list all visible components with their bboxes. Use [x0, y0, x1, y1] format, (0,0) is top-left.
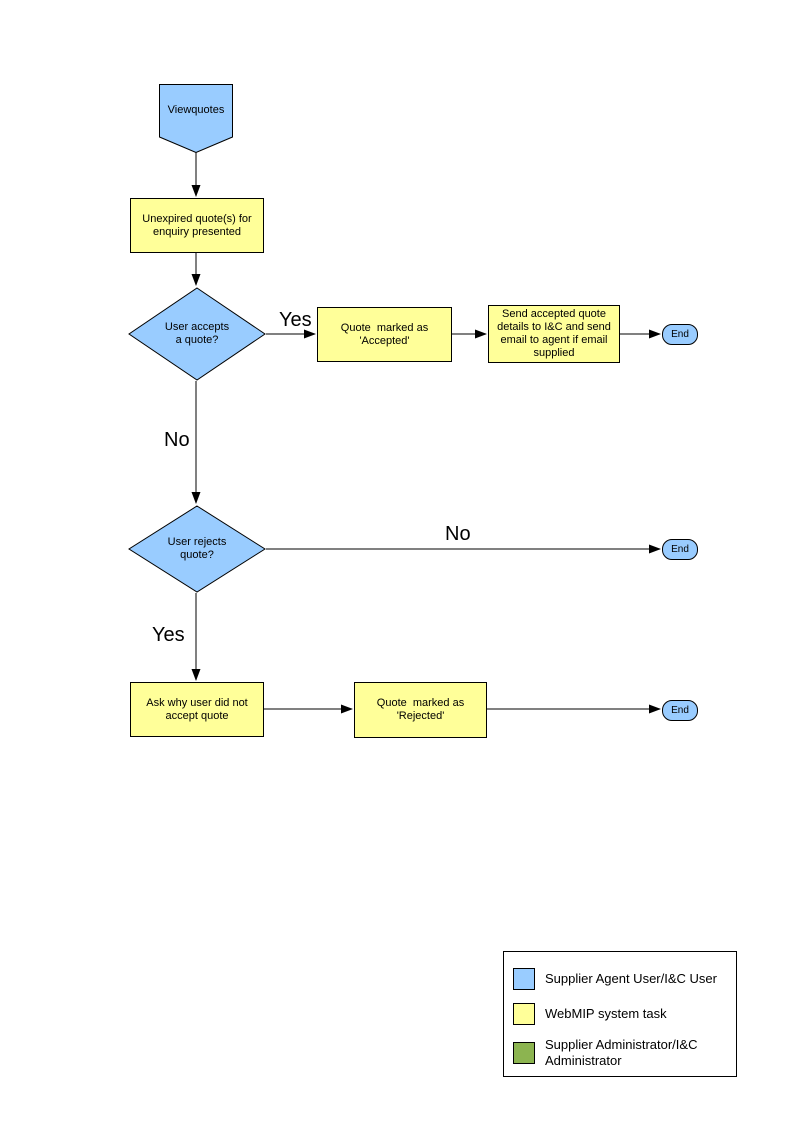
- legend-label-system-task: WebMIP system task: [545, 1006, 667, 1021]
- legend-item-supplier-administrator: Supplier Administrator/I&C Administrator: [513, 1037, 727, 1069]
- end-node-rejected: End: [662, 700, 698, 721]
- process-unexpired-quotes-label: Unexpired quote(s) for enquiry presented: [142, 212, 252, 238]
- start-node-label: Viewquotes: [167, 104, 225, 116]
- edge-label-accept-yes: Yes: [279, 309, 312, 331]
- edge-label-reject-yes: Yes: [152, 624, 185, 646]
- legend-label-user-task: Supplier Agent User/I&C User: [545, 971, 717, 986]
- legend-item-webmip-system-task: WebMIP system task: [513, 1003, 667, 1025]
- end-node-accepted-label: End: [671, 329, 689, 340]
- end-node-rejected-label: End: [671, 705, 689, 716]
- process-ask-why-not-accept-label: Ask why user did not accept quote: [146, 696, 248, 722]
- end-node-accepted: End: [662, 324, 698, 345]
- legend: Supplier Agent User/I&C User WebMIP syst…: [503, 951, 737, 1077]
- decision-user-accepts-quote: User accepts a quote?: [128, 287, 266, 381]
- process-quote-marked-accepted-label: Quote marked as 'Accepted': [340, 321, 429, 347]
- decision-diamond-shape: [128, 505, 266, 593]
- legend-item-supplier-agent-user: Supplier Agent User/I&C User: [513, 968, 717, 990]
- process-quote-marked-rejected-label: Quote marked as 'Rejected': [376, 697, 465, 722]
- decision-diamond-shape: [128, 287, 266, 381]
- decision-user-rejects-quote-label: User rejects quote?: [167, 536, 227, 561]
- process-quote-marked-rejected: Quote marked as 'Rejected': [354, 682, 487, 738]
- decision-user-rejects-quote: User rejects quote?: [128, 505, 266, 593]
- start-node-viewquotes: Viewquotes: [159, 84, 233, 153]
- start-pentagon-shape: [159, 84, 233, 153]
- process-ask-why-not-accept: Ask why user did not accept quote: [130, 682, 264, 737]
- process-send-accepted-details-label: Send accepted quote details to I&C and s…: [497, 308, 611, 359]
- legend-swatch-system-task: [513, 1003, 535, 1025]
- end-node-not-rejected-label: End: [671, 544, 689, 555]
- legend-swatch-user-task: [513, 968, 535, 990]
- legend-swatch-admin-task: [513, 1042, 535, 1064]
- end-node-not-rejected: End: [662, 539, 698, 560]
- process-unexpired-quotes: Unexpired quote(s) for enquiry presented: [130, 198, 264, 253]
- process-quote-marked-accepted: Quote marked as 'Accepted': [317, 307, 452, 362]
- legend-label-admin-task: Supplier Administrator/I&C Administrator: [545, 1037, 698, 1068]
- edge-label-accept-no: No: [164, 429, 190, 451]
- edge-label-reject-no: No: [445, 523, 471, 545]
- process-send-accepted-details: Send accepted quote details to I&C and s…: [488, 305, 620, 363]
- decision-user-accepts-quote-label: User accepts a quote?: [164, 321, 230, 346]
